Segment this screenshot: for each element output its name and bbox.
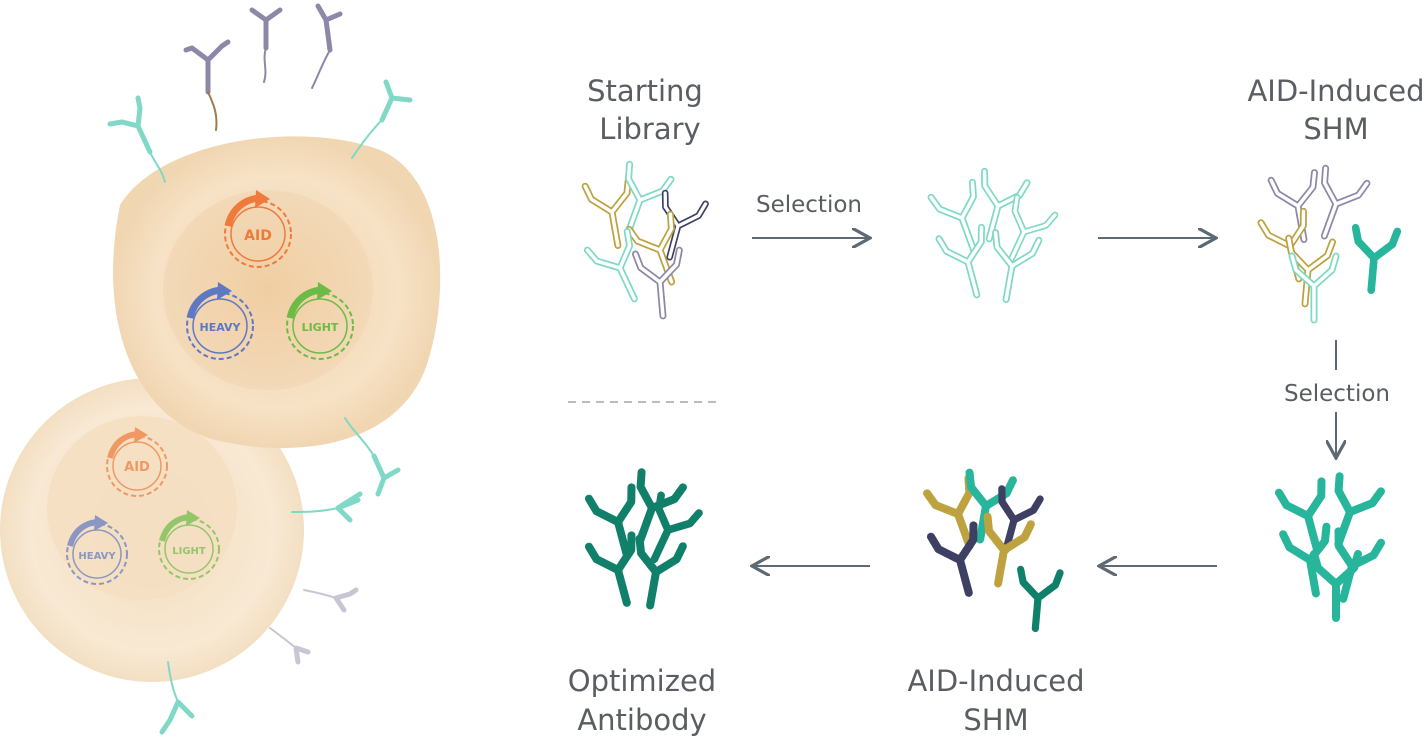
flow-arrows [752,238,1336,566]
antibody-library-5 [631,246,683,320]
stage-title-shm-bottom-line1: AID-Induced [907,664,1084,698]
antibody-selected-bottom-2 [1279,522,1331,598]
antibody-shm-bottom-0 [923,474,974,550]
antibody-selected-top-4 [992,229,1043,303]
stage-title-shm-top-line1: AID-Induced [1247,74,1424,108]
antibody-shm-bottom-2 [998,485,1044,554]
antibody-shm-top-1 [1320,164,1371,240]
heavy-label-back: HEAVY [78,551,116,562]
antibody-library-4 [583,228,638,303]
selection-label-right: Selection [1284,381,1390,407]
antibody-library-0 [581,175,632,249]
cell-front [113,136,441,449]
antibody-selected-bottom-0 [1274,477,1326,553]
antibody-shm-top-4 [1288,252,1340,324]
antibody-selected-top-1 [981,167,1031,243]
stage-title-shm-bottom-line2: SHM [963,703,1028,737]
light-label-back: LIGHT [172,546,206,557]
light-label-front: LIGHT [302,321,339,334]
stage-title-optimized-line1: Optimized [568,664,716,698]
aid-label-front: AID [244,228,272,244]
antibody-optimized-4 [635,534,687,610]
antibody-clusters [581,160,1402,633]
antibody-selected-top-3 [935,223,985,299]
antibody-selected-top-2 [1007,194,1059,265]
heavy-label-front: HEAVY [200,321,242,334]
antibody-optimized-0 [584,483,636,559]
antibody-library-3 [625,210,676,286]
stage-title-optimized-line2: Antibody [577,703,706,737]
antibody-shm-bottom-4 [983,512,1035,588]
antibody-optimized-3 [584,531,636,607]
aid-plasmid-back: AID [106,427,168,497]
antibody-library-1 [624,160,675,236]
light-plasmid-back: LIGHT [158,510,220,580]
stage-title-shm-top-line2: SHM [1303,112,1368,146]
antibody-shm-bottom-5 [1017,565,1064,633]
antibody-shm-bottom-1 [965,468,1017,544]
antibody-selected-bottom-4 [1310,550,1362,622]
stage-title-starting-library-line2: Library [599,112,700,146]
cell-back [0,378,304,682]
heavy-plasmid-back: HEAVY [66,515,128,585]
selection-label-top: Selection [756,192,862,218]
antibody-shm-top-mutant [1351,223,1402,294]
aid-label-back: AID [124,460,150,475]
aid-plasmid-front: AID [224,190,292,268]
antibody-selected-bottom-1 [1334,472,1385,548]
antibody-optimized-2 [650,491,703,564]
antibody-shm-top-3 [1285,234,1337,308]
antibody-selected-top-0 [927,178,978,254]
antibody-selected-bottom-3 [1334,527,1386,603]
light-plasmid-front: LIGHT [286,282,354,360]
antibody-shm-bottom-3 [926,521,978,597]
stage-title-starting-library-line1: Starting [587,74,703,108]
surface-antibodies [107,3,413,735]
heavy-plasmid-front: HEAVY [186,282,254,360]
